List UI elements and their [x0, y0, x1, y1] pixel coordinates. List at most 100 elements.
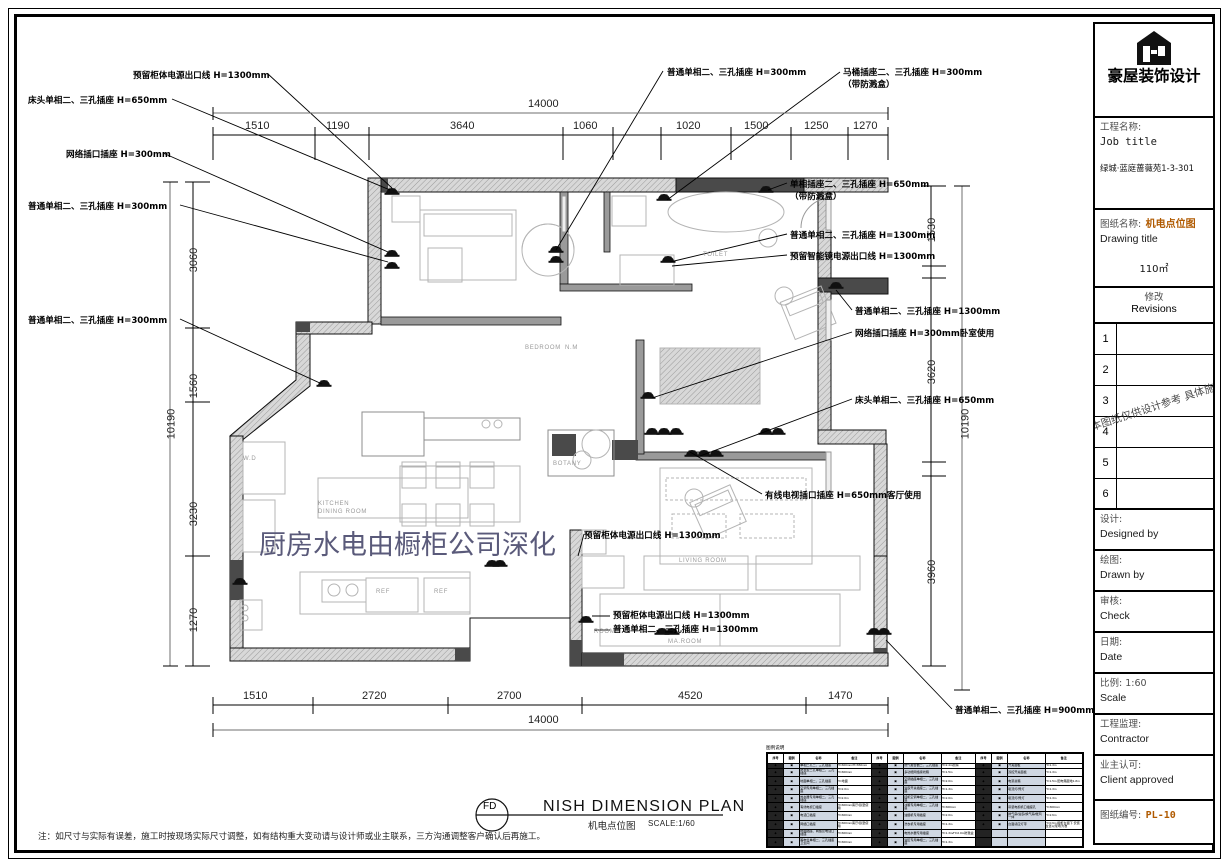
legend-remark: H=300mm	[836, 828, 872, 839]
legend-name	[1007, 828, 1046, 839]
job-name-label-en: Job title	[1100, 135, 1157, 148]
annotation-single-socket-650-note: （带防溅盒）	[790, 192, 842, 202]
dim-bottom-3: 2700	[497, 690, 522, 702]
legend-name: 双控开关面板	[1007, 767, 1046, 778]
legend-symbol: ▣	[887, 793, 905, 804]
legend-remark: H=2.0m	[940, 793, 976, 804]
revision-number: 4	[1095, 417, 1117, 447]
legend-symbol: ▣	[783, 819, 801, 830]
revision-row[interactable]: 5	[1095, 448, 1213, 479]
legend-name: 冰箱专用单相二、三孔插座	[903, 802, 942, 813]
legend-remark: H=1.5m 配电箱距地1.8m	[1044, 776, 1084, 787]
legend-name: 多功能网络接线箱	[903, 767, 942, 778]
legend-symbol: ▣	[991, 785, 1009, 795]
legend-symbol: ▣	[991, 793, 1009, 804]
legend-symbol-dark: ◆	[766, 776, 785, 787]
dimension-lines	[163, 107, 970, 737]
legend-header-no-3: 序号	[974, 753, 993, 764]
legend-symbol: ▣	[887, 837, 905, 847]
revision-row[interactable]: 3	[1095, 386, 1213, 417]
revision-row[interactable]: 2	[1095, 355, 1213, 386]
dim-top-8: 1270	[853, 120, 878, 132]
title-block-job-cell: 工程名称: Job title 绿城·蓝庭蔷薇苑1-3-301	[1095, 118, 1213, 210]
legend-symbol: ▣	[887, 767, 905, 778]
date-label-en: Date	[1100, 650, 1123, 663]
legend-symbol: ▣	[783, 767, 801, 778]
revision-number: 5	[1095, 448, 1117, 478]
legend-remark: H=1.3m	[1044, 793, 1084, 804]
legend-remark: H=1.3m	[940, 785, 976, 795]
room-label-kitchen: KITCHEN	[318, 501, 350, 507]
field-check[interactable]: 审核: Check	[1095, 592, 1213, 633]
field-date[interactable]: 日期: Date	[1095, 633, 1213, 674]
job-name-label-cn: 工程名称:	[1100, 122, 1142, 133]
field-contractor[interactable]: 工程监理: Contractor	[1095, 715, 1213, 756]
legend-symbol-dark: ◆	[870, 785, 889, 795]
door-layer	[561, 195, 832, 493]
designed-by-label-cn: 设计:	[1100, 514, 1123, 525]
plan-title-graphics	[475, 798, 723, 832]
legend-symbol-dark: ◆	[766, 828, 785, 839]
legend-caption: 图例说明	[766, 746, 785, 751]
revision-number: 3	[1095, 386, 1117, 416]
dim-top-7: 1250	[804, 120, 829, 132]
field-client-approved[interactable]: 业主认可: Client approved	[1095, 756, 1213, 801]
title-block: 豪屋装饰设计 工程名称: Job title 绿城·蓝庭蔷薇苑1-3-301 图…	[1093, 22, 1215, 845]
dim-top-1: 1510	[245, 120, 270, 132]
legend-symbol: ▣	[783, 802, 801, 813]
room-label-living: LIVING ROOM	[679, 558, 727, 564]
kitchen-note-overlay: 厨房水电由橱柜公司深化	[259, 530, 556, 561]
dim-left-4: 1270	[188, 607, 201, 633]
plan-title-bubble-label: FD	[483, 801, 497, 812]
legend-symbol: ▣	[783, 776, 801, 787]
revision-row[interactable]: 6	[1095, 479, 1213, 510]
revisions-label-en: Revisions	[1131, 303, 1177, 316]
legend-name: 有线电视口插座	[799, 802, 838, 813]
sheet-footnote: 注：如尺寸与实际有误差，施工时按现场实际尺寸调整，如有结构重大变动请与设计师或业…	[38, 832, 546, 842]
legend-remark: H=1.3m/H=2.0m防溅盒	[940, 828, 976, 839]
legend-name: 地面插座、网络及电话口插座	[799, 828, 838, 839]
legend-remark: H=300mm	[836, 837, 872, 847]
legend-remark: H=1.3m	[940, 837, 976, 847]
dim-top-6: 1500	[744, 120, 769, 132]
date-label-cn: 日期:	[1100, 637, 1123, 648]
legend-name: 防水型二孔单相二、三孔插座	[799, 767, 838, 778]
annotation-general-socket-1300-a: 普通单相二、三孔插座 H=1300mm	[790, 231, 936, 241]
legend-header-rem-3: 备注	[1044, 753, 1084, 764]
annotation-general-socket-300-c: 普通单相二、三孔插座 H=300mm	[667, 68, 807, 78]
revision-row[interactable]: 1	[1095, 324, 1213, 355]
legend-remark: H=2.0m	[836, 793, 872, 804]
revision-row[interactable]: 4	[1095, 417, 1213, 448]
annotation-toilet-socket-300: 马桶插座二、三孔插座 H=300mm	[843, 68, 983, 78]
legend-symbol: ▣	[991, 802, 1009, 813]
designed-by-label-en: Designed by	[1100, 527, 1159, 540]
revision-number: 6	[1095, 479, 1117, 508]
annotation-smart-mirror-power-1300: 预留智能镜电源出口线 H=1300mm	[790, 252, 936, 262]
field-scale[interactable]: 比例: 1:60 Scale	[1095, 674, 1213, 715]
dim-bottom-5: 1470	[828, 690, 853, 702]
drawing-name-label-en: Drawing title	[1100, 233, 1158, 245]
legend-name: 电源总箱	[1007, 776, 1046, 787]
legend-name: 等电位单相二、三孔插座卫生间	[799, 837, 838, 847]
room-label-nm: N.M	[565, 345, 579, 351]
field-sheet-number: 图纸编号: PL-10	[1095, 801, 1213, 831]
legend-name: 电热水器专用插座	[903, 828, 942, 839]
dim-left-3: 3230	[188, 501, 201, 527]
legend-remark: H=1.3m	[1044, 762, 1084, 769]
room-label-wd: W.D	[243, 456, 257, 462]
field-drawn-by[interactable]: 绘图: Drawn by	[1095, 551, 1213, 592]
legend-header-rem-1: 备注	[836, 753, 872, 764]
field-designed-by[interactable]: 设计: Designed by	[1095, 510, 1213, 551]
legend-symbol-dark: ◆	[766, 793, 785, 804]
legend-remark	[1044, 828, 1084, 839]
legend-symbol-dark: ◆	[766, 785, 785, 795]
dim-top-4: 1060	[573, 120, 598, 132]
legend-name: 挂机空调单相二、三孔插座	[903, 793, 942, 804]
sheet-border-outer	[8, 8, 1221, 859]
dim-right-2: 3620	[926, 359, 939, 385]
